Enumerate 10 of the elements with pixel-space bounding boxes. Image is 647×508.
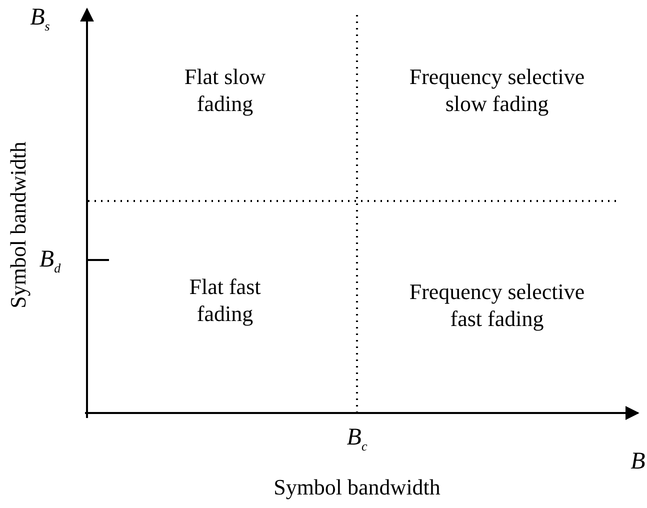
axis-symbol: B$_{d}$: [39, 246, 61, 278]
axis-symbol: B$_{s}$: [30, 4, 50, 36]
axis-symbol: B$_{c}$: [346, 424, 368, 456]
quadrant-label: Frequency selective slow fading: [408, 63, 586, 117]
axis-title: Symbol bandwidth: [4, 140, 32, 310]
quadrant-label: Flat slow fading: [183, 63, 267, 117]
quadrant-label: Flat fast fading: [188, 273, 262, 327]
axis-title: Symbol bandwidth: [272, 474, 442, 500]
quadrant-label: Frequency selective fast fading: [408, 278, 586, 332]
axis-symbol: B: [630, 448, 646, 476]
